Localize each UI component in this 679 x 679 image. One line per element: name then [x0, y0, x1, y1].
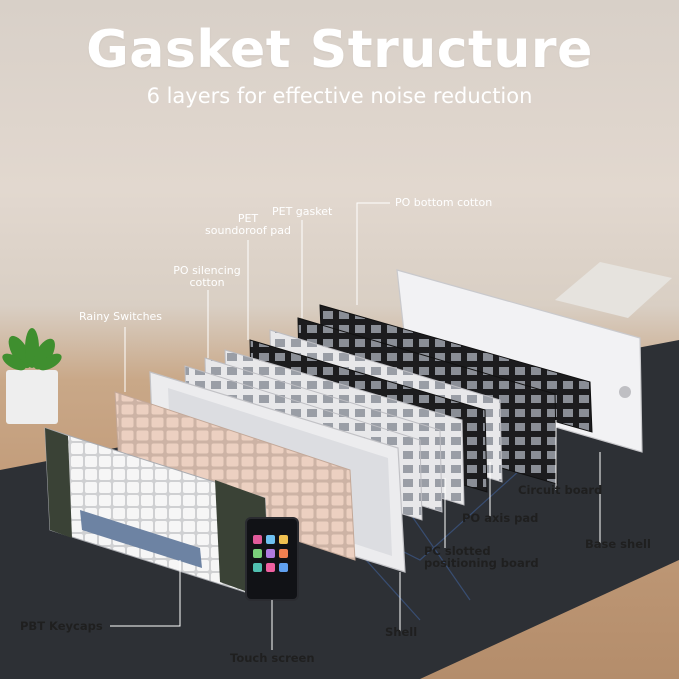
page-title: Gasket Structure — [86, 20, 593, 80]
label-pet-soundproof-pad: PET soundoroof pad — [200, 213, 296, 237]
label-po-axis-pad: PO axis pad — [462, 511, 539, 525]
label-pet-soundproof-pad-line1: PET — [237, 212, 259, 225]
label-pc-slotted-positioning-board: PC slotted positioning board — [424, 545, 539, 569]
label-po-silencing-cotton-line2: cotton — [189, 276, 225, 289]
touch-screen — [245, 517, 299, 601]
label-pc-slotted-line1: PC slotted — [424, 544, 491, 558]
label-po-silencing-cotton: PO silencing cotton — [162, 265, 252, 289]
leader-lines — [110, 202, 601, 650]
touch-screen-app-icons — [253, 535, 288, 572]
keycaps-green-left — [45, 428, 72, 538]
label-shell: Shell — [385, 625, 418, 639]
plant-pot — [6, 370, 58, 424]
page-subtitle: 6 layers for effective noise reduction — [146, 84, 533, 108]
notebook — [555, 262, 672, 318]
label-base-shell: Base shell — [585, 537, 651, 551]
label-pet-soundproof-pad-line2: soundoroof pad — [205, 224, 291, 237]
label-pet-gasket: PET gasket — [272, 205, 333, 218]
keycaps-blue-row — [80, 510, 202, 568]
label-pc-slotted-line2: positioning board — [424, 556, 539, 570]
label-po-bottom-cotton: PO bottom cotton — [395, 196, 493, 209]
label-touch-screen: Touch screen — [230, 651, 315, 665]
plant — [2, 328, 62, 371]
label-circuit-board: Circuit board — [518, 483, 603, 497]
label-po-silencing-cotton-line1: PO silencing — [173, 264, 241, 277]
label-rainy-switches: Rainy Switches — [79, 310, 163, 323]
label-pbt-keycaps: PBT Keycaps — [20, 619, 103, 633]
